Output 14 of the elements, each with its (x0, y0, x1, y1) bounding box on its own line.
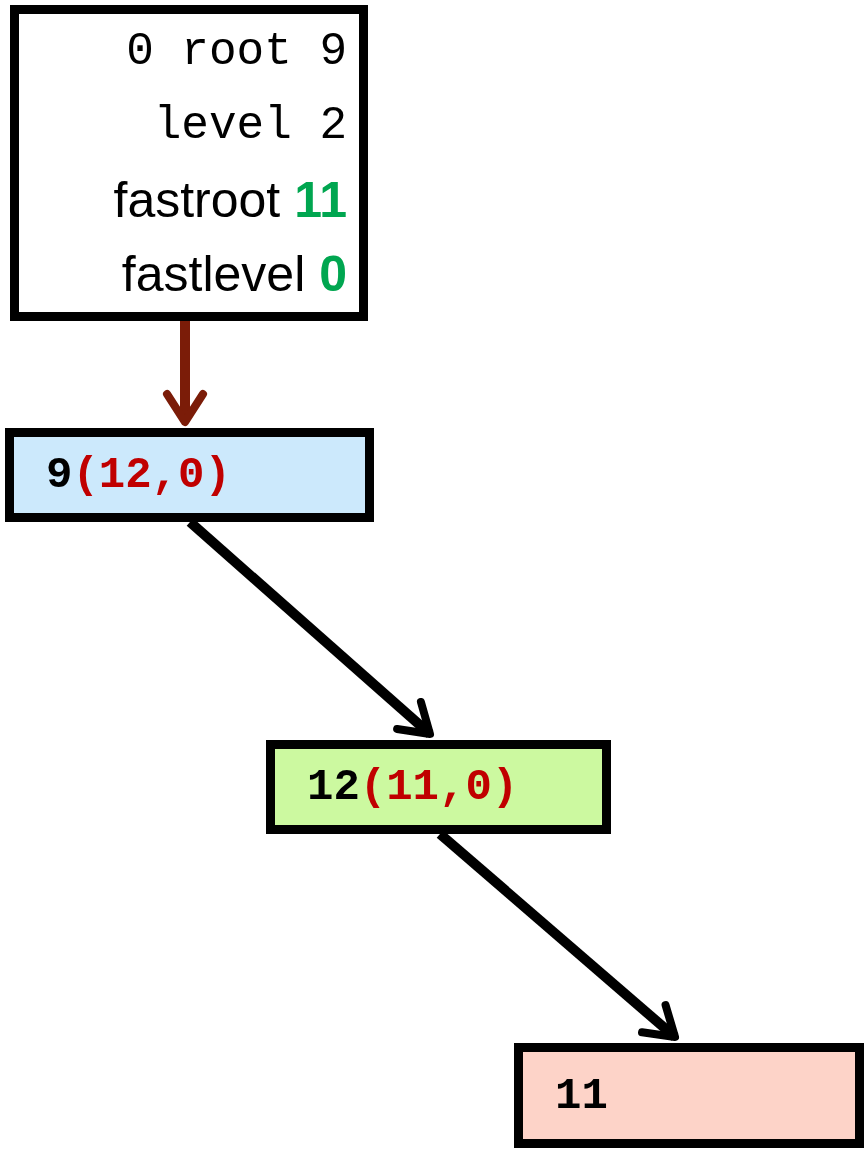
node-box (5, 428, 374, 522)
state-text: fastlevel 0 (121, 245, 347, 304)
node-box (514, 1043, 864, 1148)
node-value: 11 (555, 1069, 608, 1123)
node-pair: (12,0) (72, 449, 231, 502)
node-pair: (11,0) (359, 761, 519, 814)
arrow (163, 321, 207, 426)
state-text: level 2 (153, 99, 347, 154)
state-text: fastroot 11 (113, 171, 347, 230)
node-value: 9 (46, 449, 73, 502)
node-box (266, 740, 611, 834)
node-value: 12 (307, 761, 360, 814)
state-text: 0 root 9 (126, 25, 347, 80)
state-box (10, 5, 368, 321)
